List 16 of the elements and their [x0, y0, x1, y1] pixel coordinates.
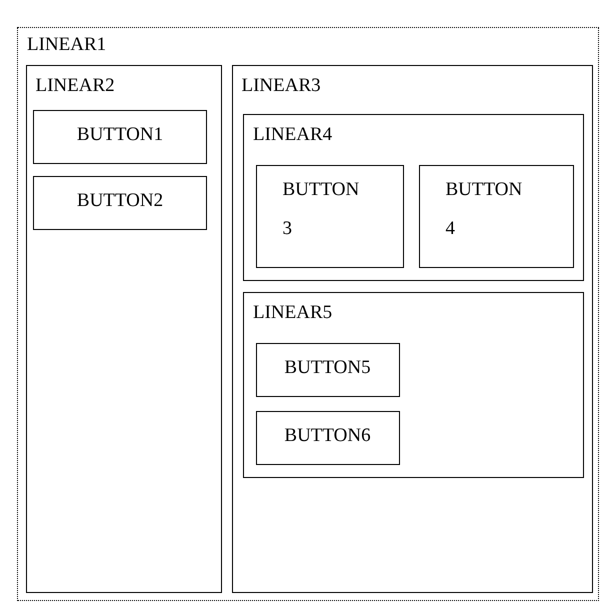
layout-panel [243, 292, 584, 478]
button: BUTTON3 [256, 164, 404, 268]
button: BUTTON6 [256, 410, 400, 464]
button: BUTTON5 [256, 342, 400, 396]
layout-panel [17, 27, 599, 601]
panel-title: LINEAR4 [253, 124, 332, 147]
button: BUTTON2 [33, 176, 207, 230]
layout-panel [26, 64, 222, 592]
button: BUTTON1 [33, 110, 207, 164]
layout-panel [243, 114, 584, 281]
panel-title: LINEAR5 [253, 302, 332, 325]
button: BUTTON4 [418, 164, 574, 268]
panel-title: LINEAR3 [242, 74, 321, 98]
panel-title: LINEAR2 [36, 74, 115, 98]
layout-panel [232, 64, 592, 592]
panel-title: LINEAR1 [27, 34, 106, 57]
